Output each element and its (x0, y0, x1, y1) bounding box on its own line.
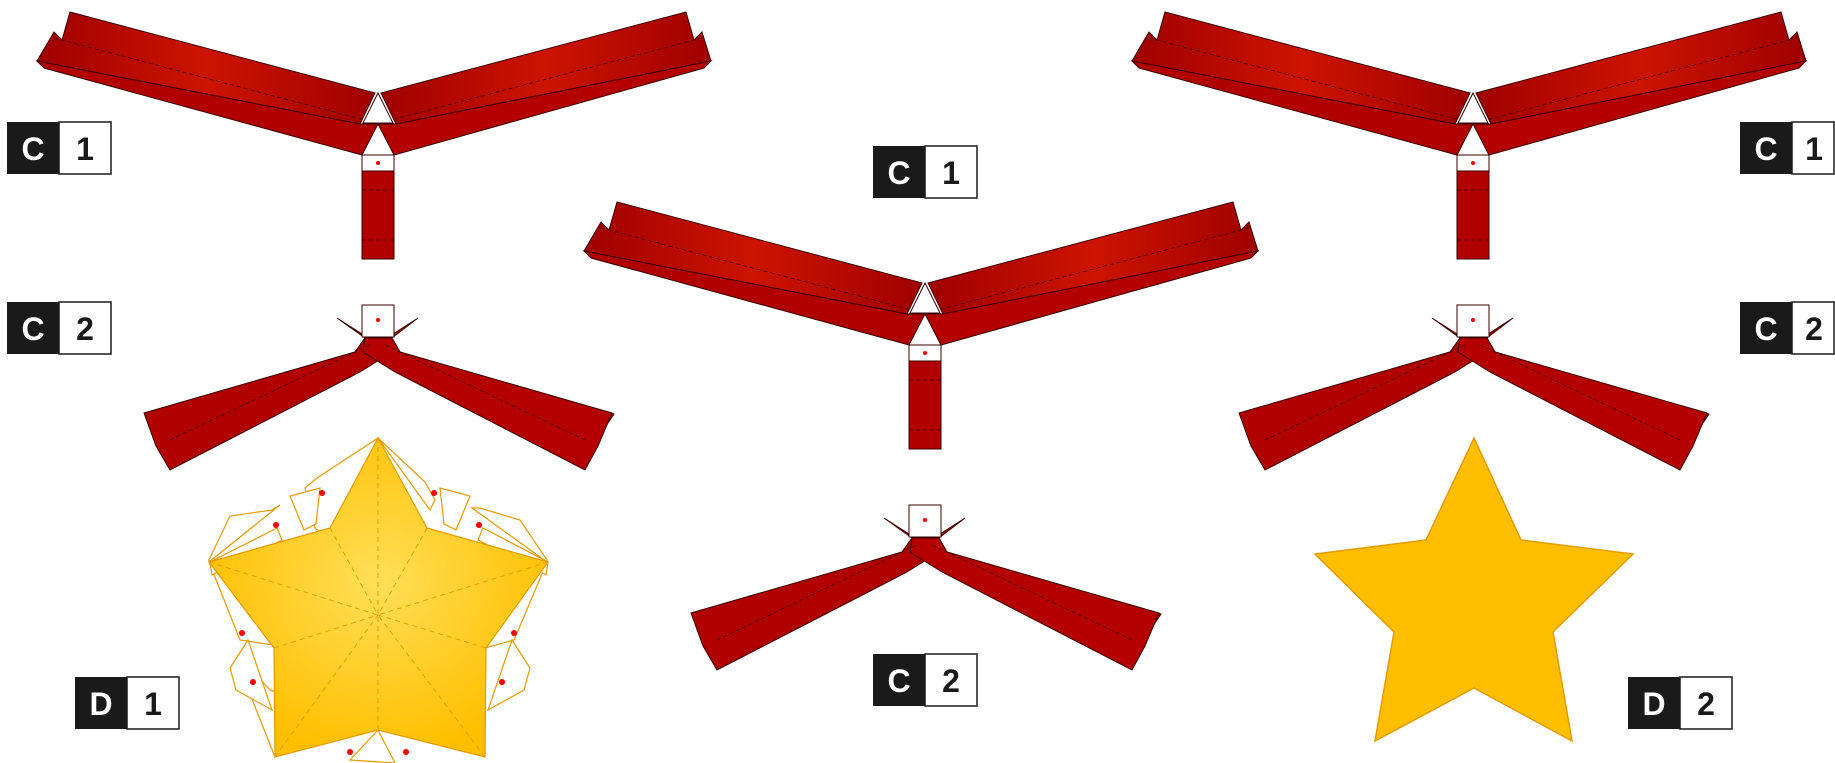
label-c1-top-left: C 1 (7, 121, 112, 175)
svg-text:1: 1 (1805, 131, 1823, 167)
label-c2-center: C 2 (873, 653, 978, 707)
svg-text:2: 2 (76, 311, 94, 347)
ribbon-c1-left (36, 11, 712, 260)
svg-text:2: 2 (1805, 311, 1823, 347)
svg-text:D: D (89, 686, 112, 722)
svg-text:1: 1 (942, 155, 960, 191)
label-d1: D 1 (75, 676, 180, 730)
svg-text:C: C (21, 311, 44, 347)
svg-text:C: C (1754, 311, 1777, 347)
svg-text:C: C (887, 155, 910, 191)
svg-text:2: 2 (1697, 686, 1715, 722)
svg-text:C: C (21, 131, 44, 167)
svg-text:C: C (887, 663, 910, 699)
ribbon-c1-center (583, 201, 1259, 450)
svg-text:D: D (1642, 686, 1665, 722)
star-d2 (1313, 436, 1635, 743)
label-d2: D 2 (1628, 676, 1733, 730)
label-c1-top-right: C 1 (1740, 121, 1835, 175)
label-c2-left: C 2 (7, 301, 112, 355)
svg-text:C: C (1754, 131, 1777, 167)
svg-text:2: 2 (942, 663, 960, 699)
ribbon-c2-center (690, 504, 1162, 671)
svg-text:1: 1 (144, 686, 162, 722)
label-c2-right: C 2 (1740, 301, 1835, 355)
label-c1-center: C 1 (873, 145, 978, 199)
star-net-d1 (207, 436, 549, 763)
svg-text:1: 1 (76, 131, 94, 167)
